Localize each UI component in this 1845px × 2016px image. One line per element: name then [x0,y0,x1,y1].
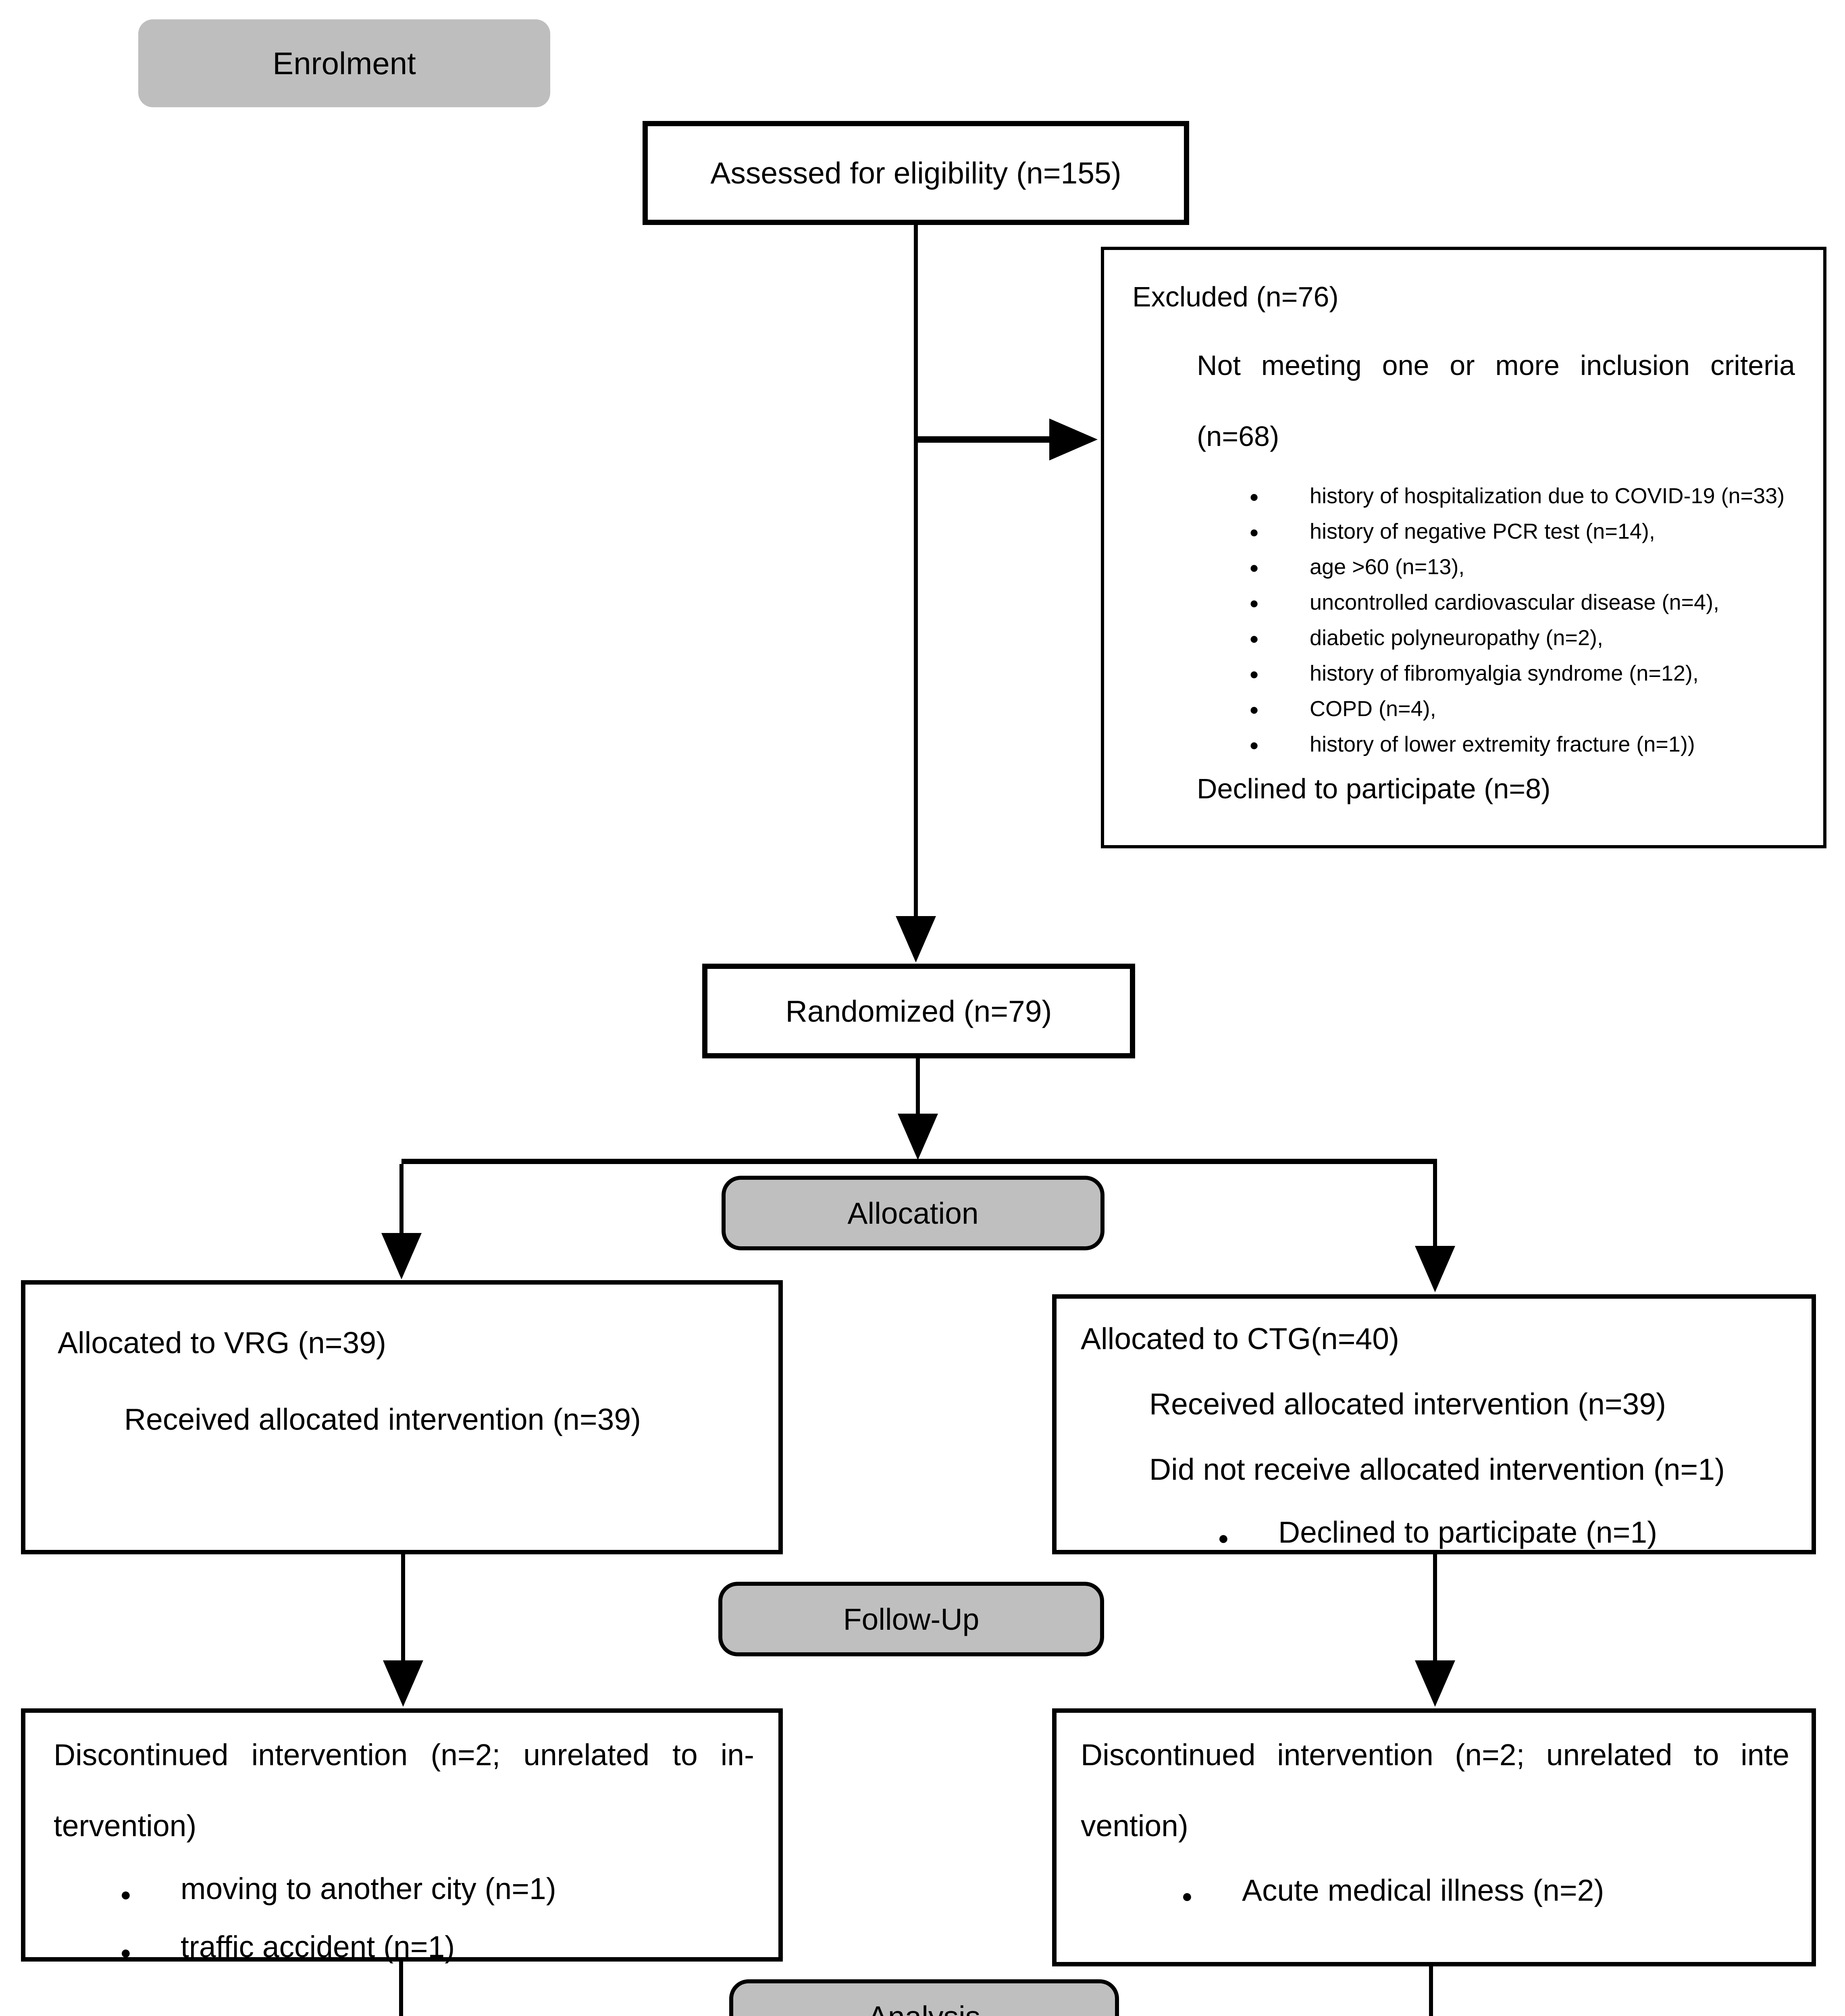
randomized-text: Randomized (n=79) [785,994,1052,1028]
excluded-not-meeting-line1: Not meeting one or more inclusion criter… [1197,350,1795,381]
excluded-bullet-item: uncontrolled cardiovascular disease (n=4… [1249,587,1795,619]
stage-label-followup: Follow-Up [718,1582,1104,1656]
arrowhead-down-vrg-followup [383,1660,423,1707]
vrg-discontinued-box: Discontinued intervention (n=2; unrelate… [21,1708,783,1972]
arrowhead-down-branch [898,1114,938,1160]
assessed-text: Assessed for eligibility (n=155) [710,156,1121,190]
stage-label-allocation-text: Allocation [847,1196,979,1230]
stage-label-analysis-text: Analysis [868,1999,980,2016]
vrg-discontinued-bullet-item: traffic accident (n=1) [120,1927,754,1972]
arrowhead-down-ctg-followup [1415,1660,1455,1707]
line-ctg-allocation-to-followup [1433,1554,1437,1661]
excluded-bullet-item: age >60 (n=13), [1249,552,1795,583]
vrg-discontinued-line1: Discontinued intervention (n=2; unrelate… [54,1738,754,1772]
excluded-title: Excluded (n=76) [1132,281,1339,312]
excluded-not-meeting-line2: (n=68) [1197,421,1279,452]
stage-label-enrolment-text: Enrolment [272,45,416,81]
vrg-allocation-title: Allocated to VRG (n=39) [58,1326,387,1360]
ctg-discontinued-bullet-list: Acute medical illness (n=2) [1181,1870,1789,1916]
stage-label-allocation: Allocation [722,1176,1105,1250]
ctg-discontinued-line1: Discontinued intervention (n=2; unrelate… [1081,1738,1789,1772]
line-vrg-followup-to-analysis [399,1962,403,2016]
excluded-bullet-list: history of hospitalization due to COVID-… [1249,481,1795,760]
line-randomized-to-branch [916,1058,920,1115]
ctg-discontinued-box: Discontinued intervention (n=2; unrelate… [1052,1708,1816,1966]
excluded-bullet-item: COPD (n=4), [1249,694,1795,725]
stage-label-followup-text: Follow-Up [843,1602,980,1636]
line-vrg-allocation-to-followup [401,1554,405,1661]
ctg-discontinued-line2: vention) [1081,1809,1188,1843]
ctg-allocation-received: Received allocated intervention (n=39) [1149,1387,1666,1421]
arrowhead-right-excluded [1049,419,1098,460]
excluded-bullet-item: history of negative PCR test (n=14), [1249,516,1795,548]
excluded-bullet-item: history of hospitalization due to COVID-… [1249,481,1795,512]
vrg-discontinued-bullet-list: moving to another city (n=1) traffic acc… [120,1869,754,1972]
ctg-allocation-box: Allocated to CTG(n=40) Received allocate… [1052,1294,1816,1558]
arrowhead-down-randomized [896,916,936,962]
excluded-box: Excluded (n=76) Not meeting one or more … [1101,247,1826,848]
arrowhead-down-vrg-allocation [381,1233,422,1279]
vrg-discontinued-bullet-item: moving to another city (n=1) [120,1869,754,1914]
ctg-allocation-title: Allocated to CTG(n=40) [1081,1322,1399,1356]
stage-label-analysis: Analysis [729,1979,1119,2016]
line-assessed-to-excluded [914,436,1051,443]
branch-line [401,1159,1437,1164]
excluded-bullet-item: history of lower extremity fracture (n=1… [1249,729,1795,760]
excluded-bullet-item: diabetic polyneuropathy (n=2), [1249,623,1795,654]
vrg-allocation-received: Received allocated intervention (n=39) [124,1402,641,1436]
line-assessed-to-randomized [914,224,918,916]
arrowhead-down-ctg-allocation [1415,1246,1455,1292]
ctg-allocation-did-not-receive: Did not receive allocated intervention (… [1149,1452,1725,1486]
line-ctg-followup-to-analysis [1429,1966,1433,2016]
line-branch-to-ctg [1433,1164,1437,1247]
vrg-discontinued-line2: tervention) [54,1809,197,1843]
ctg-discontinued-bullet-item: Acute medical illness (n=2) [1181,1870,1789,1916]
ctg-allocation-bullet-item: Declined to participate (n=1) [1218,1512,1799,1558]
stage-label-enrolment: Enrolment [138,19,550,107]
assessed-for-eligibility-box: Assessed for eligibility (n=155) [643,121,1189,225]
randomized-box: Randomized (n=79) [702,964,1135,1058]
vrg-allocation-box: Allocated to VRG (n=39) Received allocat… [21,1280,783,1554]
line-branch-to-vrg [399,1164,404,1235]
ctg-allocation-bullet-list: Declined to participate (n=1) [1218,1512,1799,1558]
excluded-bullet-item: history of fibromyalgia syndrome (n=12), [1249,658,1795,689]
excluded-declined: Declined to participate (n=8) [1197,773,1551,804]
